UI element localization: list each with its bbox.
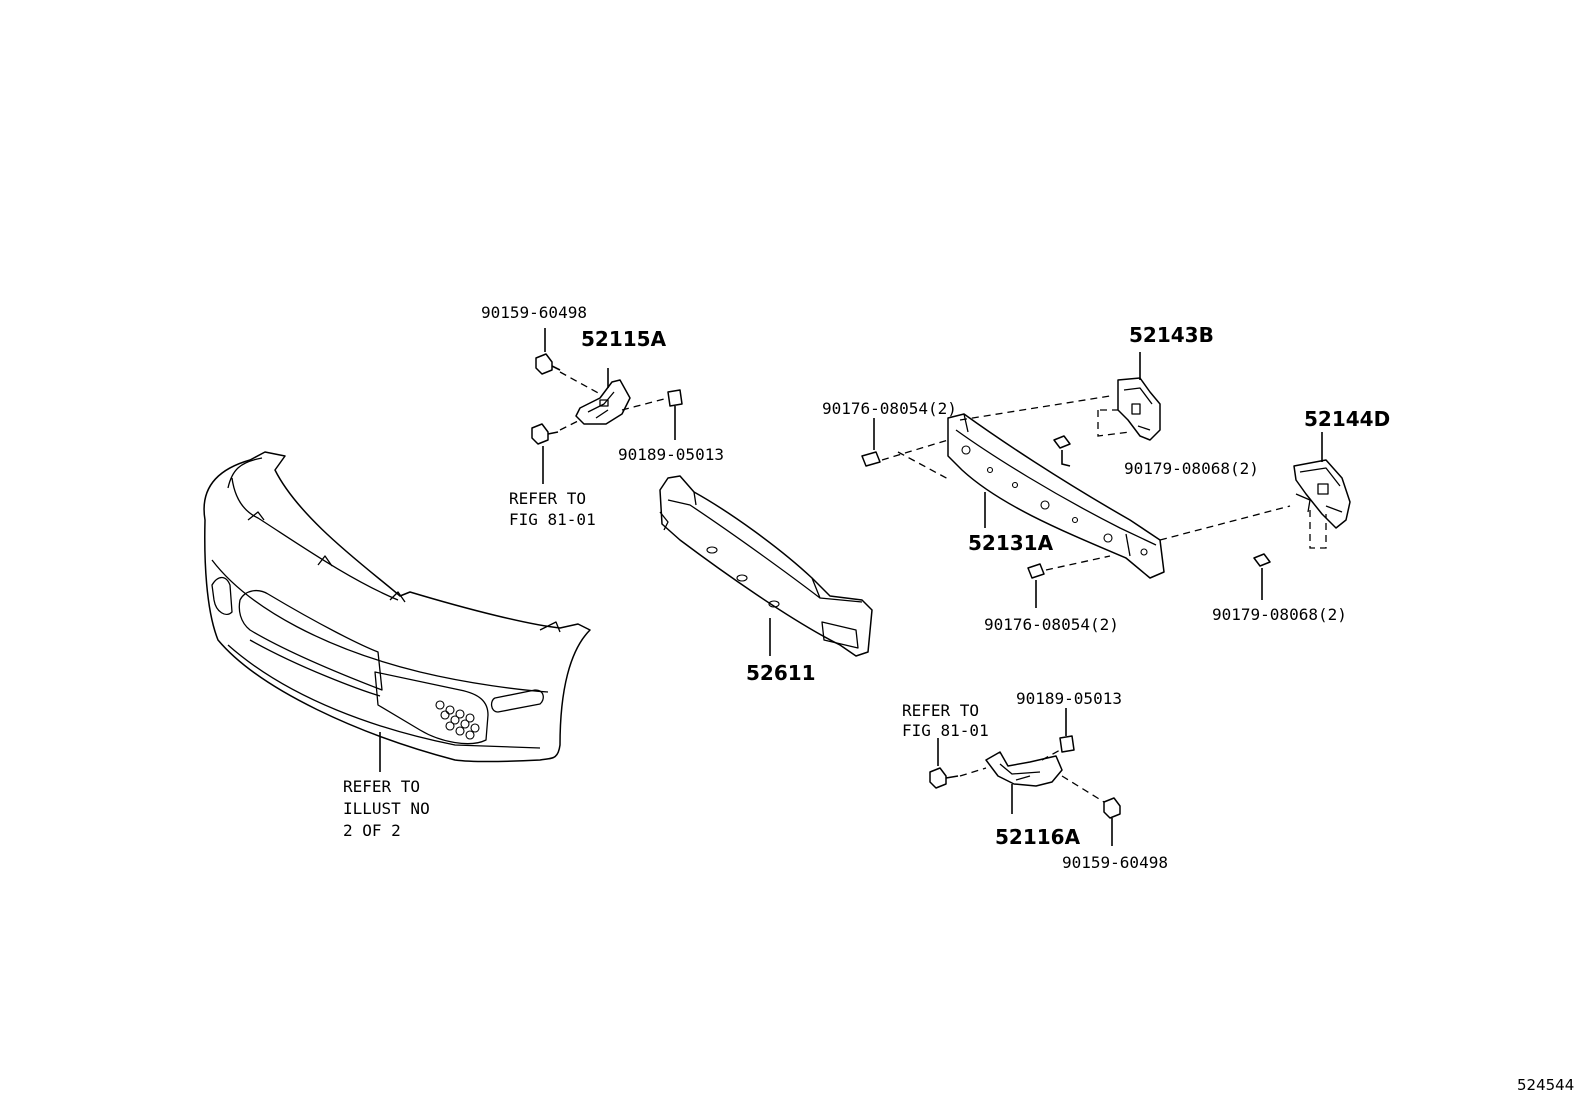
nut-icon[interactable] xyxy=(1253,553,1271,600)
label-bumper-refer-3: 2 OF 2 xyxy=(343,821,401,840)
nut-icon[interactable] xyxy=(667,389,683,440)
bracket-right[interactable] xyxy=(1293,432,1351,529)
label-bolt-90159-60498-top: 90159-60498 xyxy=(481,303,587,322)
nut-icon[interactable] xyxy=(1053,435,1071,467)
bolt-icon[interactable] xyxy=(929,738,959,789)
label-bolt-90159-60498-lower: 90159-60498 xyxy=(1062,853,1168,872)
clip-icon[interactable] xyxy=(861,418,881,467)
bumper-retainer-left[interactable] xyxy=(575,368,631,425)
bumper-reinforcement[interactable] xyxy=(947,413,1165,579)
label-nut-90189-05013-top: 90189-05013 xyxy=(618,445,724,464)
label-refer-left-2: FIG 81-01 xyxy=(509,510,596,529)
bumper-cover[interactable] xyxy=(203,451,591,772)
clip-icon[interactable] xyxy=(1027,563,1045,608)
energy-absorber[interactable] xyxy=(659,475,873,657)
label-refer-right-2: FIG 81-01 xyxy=(902,721,989,740)
bolt-icon[interactable] xyxy=(1103,797,1121,846)
label-refer-right-1: REFER TO xyxy=(902,701,979,720)
label-bracket-52144d: 52144D xyxy=(1304,407,1390,431)
label-absorber-52611: 52611 xyxy=(746,661,816,685)
label-nut-90189-05013-lower: 90189-05013 xyxy=(1016,689,1122,708)
label-refer-left-1: REFER TO xyxy=(509,489,586,508)
label-clip-90176-08054-upper: 90176-08054(2) xyxy=(822,399,957,418)
label-nut-90179-08068-right: 90179-08068(2) xyxy=(1212,605,1347,624)
illustration-id: 524544 xyxy=(1517,1076,1574,1094)
bolt-icon[interactable] xyxy=(535,328,561,375)
bolt-icon[interactable] xyxy=(531,423,559,484)
label-bumper-refer-2: ILLUST NO xyxy=(343,799,430,818)
bumper-retainer-right[interactable] xyxy=(985,751,1063,814)
nut-icon[interactable] xyxy=(1059,708,1075,753)
label-reinforcement-52131a: 52131A xyxy=(968,531,1054,555)
bracket-upper[interactable] xyxy=(1117,352,1161,441)
label-nut-90179-08068-upper: 90179-08068(2) xyxy=(1124,459,1259,478)
label-retainer-52116a: 52116A xyxy=(995,825,1081,849)
label-retainer-52115a: 52115A xyxy=(581,327,667,351)
label-bracket-52143b: 52143B xyxy=(1129,323,1214,347)
label-clip-90176-08054-lower: 90176-08054(2) xyxy=(984,615,1119,634)
label-bumper-refer-1: REFER TO xyxy=(343,777,420,796)
